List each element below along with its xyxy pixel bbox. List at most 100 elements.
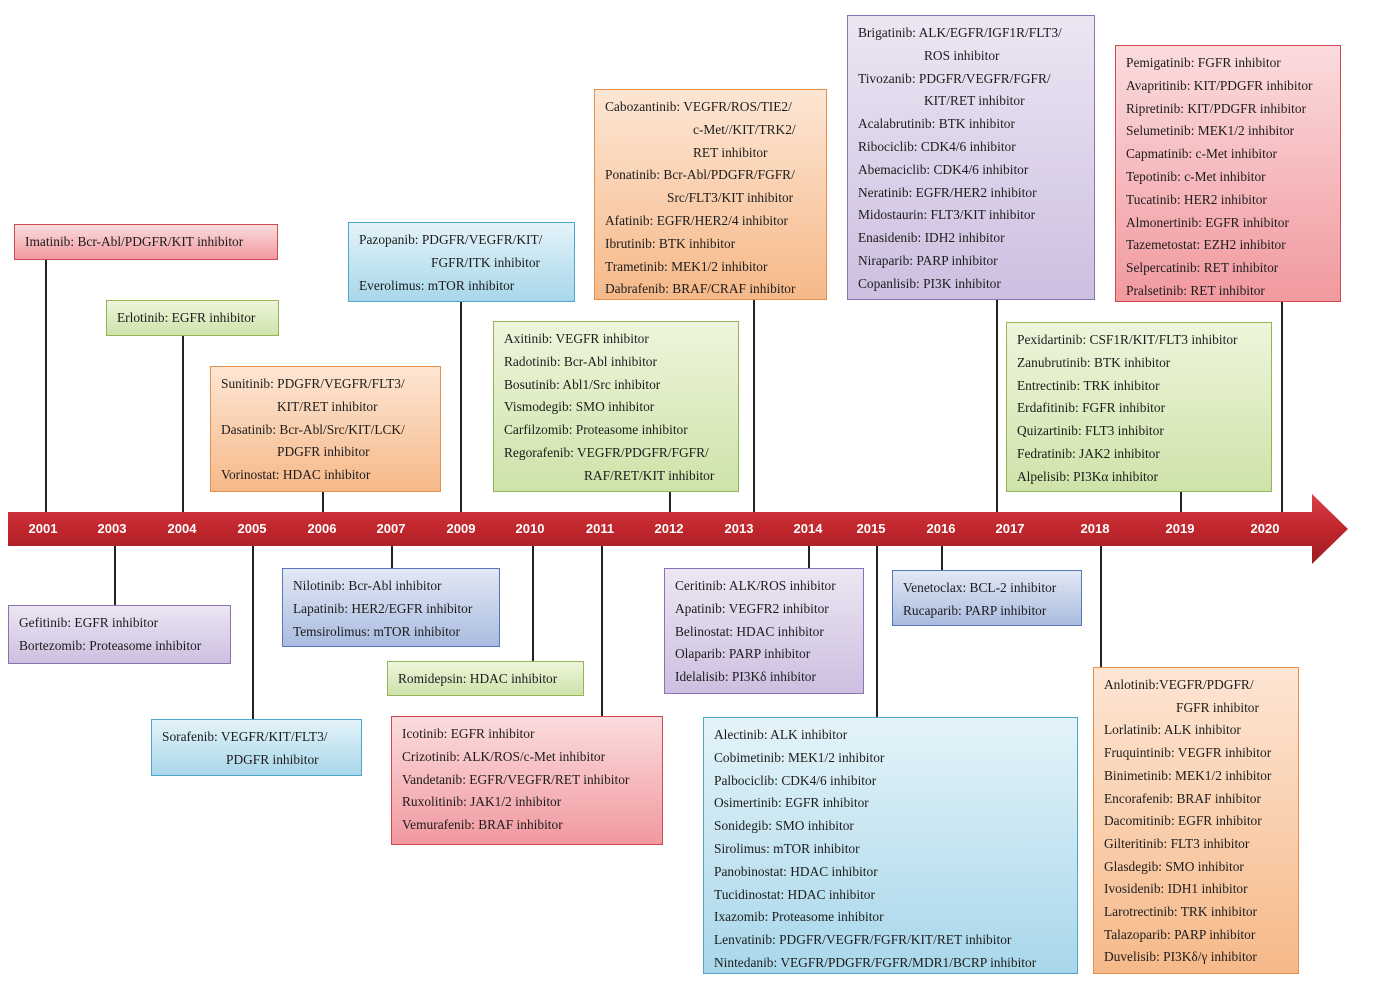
drug-entry: Afatinib: EGFR/HER2/4 inhibitor — [605, 212, 789, 228]
drug-box-2012: Axitinib: VEGFR inhibitor Radotinib: Bcr… — [493, 321, 739, 492]
drug-entry: Axitinib: VEGFR inhibitor — [504, 331, 649, 346]
drug-entry: Ibrutinib: BTK inhibitor — [605, 235, 736, 251]
drug-entry: Lorlatinib: ALK inhibitor — [1104, 722, 1241, 738]
drug-entry: Fruquintinib: VEGFR inhibitor — [1104, 745, 1272, 761]
drug-entry: Pralsetinib: RET inhibitor — [1126, 282, 1265, 298]
drug-entry: Alpelisib: PI3Kα inhibitor — [1017, 468, 1158, 484]
year-label: 2004 — [167, 521, 197, 536]
drug-box-2016: Venetoclax: BCL-2 inhibitor Rucaparib: P… — [892, 570, 1082, 626]
drug-entry: Venetoclax: BCL-2 inhibitor — [903, 580, 1057, 595]
drug-entry: Src/FLT3/KIT inhibitor — [667, 190, 794, 206]
connector-2001 — [45, 260, 47, 512]
connector-2004 — [182, 336, 184, 512]
connector-2012 — [669, 492, 671, 512]
drug-entry: Capmatinib: c-Met inhibitor — [1126, 146, 1277, 162]
connector-2010 — [532, 546, 534, 661]
drug-entry: Alectinib: ALK inhibitor — [714, 727, 848, 742]
drug-entry: Palbociclib: CDK4/6 inhibitor — [714, 772, 877, 788]
drug-entry: FGFR inhibitor — [1176, 699, 1259, 715]
drug-entry: Trametinib: MEK1/2 inhibitor — [605, 258, 768, 274]
year-label: 2013 — [724, 521, 754, 536]
drug-entry: Ceritinib: ALK/ROS inhibitor — [675, 578, 836, 593]
year-label: 2019 — [1165, 521, 1195, 536]
year-label: 2011 — [585, 521, 615, 536]
drug-entry: Gilteritinib: FLT3 inhibitor — [1104, 835, 1250, 851]
year-label: 2015 — [856, 521, 886, 536]
drug-entry: Glasdegib: SMO inhibitor — [1104, 858, 1244, 874]
drug-entry: Lenvatinib: PDGFR/VEGFR/FGFR/KIT/RET inh… — [714, 932, 1012, 948]
drug-entry: Zanubrutinib: BTK inhibitor — [1017, 354, 1171, 370]
drug-entry: Pemigatinib: FGFR inhibitor — [1126, 55, 1281, 70]
year-label: 2003 — [97, 521, 127, 536]
drug-entry: Carfilzomib: Proteasome inhibitor — [504, 422, 688, 438]
drug-entry: Dacomitinib: EGFR inhibitor — [1104, 813, 1262, 829]
drug-box-2004: Erlotinib: EGFR inhibitor — [106, 300, 279, 336]
drug-entry: Panobinostat: HDAC inhibitor — [714, 863, 878, 879]
drug-entry: Icotinib: EGFR inhibitor — [402, 726, 535, 741]
drug-entry: Selumetinib: MEK1/2 inhibitor — [1126, 123, 1295, 139]
drug-entry: Erlotinib: EGFR inhibitor — [117, 310, 256, 325]
drug-entry: Ruxolitinib: JAK1/2 inhibitor — [402, 794, 562, 810]
year-label: 2009 — [446, 521, 476, 536]
drug-entry: Tazemetostat: EZH2 inhibitor — [1126, 237, 1286, 253]
drug-entry: Midostaurin: FLT3/KIT inhibitor — [858, 207, 1036, 223]
drug-entry: Selpercatinib: RET inhibitor — [1126, 260, 1279, 276]
drug-entry: Imatinib: Bcr-Abl/PDGFR/KIT inhibitor — [25, 234, 244, 249]
drug-entry: Avapritinib: KIT/PDGFR inhibitor — [1126, 77, 1313, 93]
drug-entry: Vismodegib: SMO inhibitor — [504, 399, 655, 415]
drug-entry: Nintedanib: VEGFR/PDGFR/FGFR/MDR1/BCRP i… — [714, 954, 1037, 970]
year-label: 2010 — [515, 521, 545, 536]
connector-2019 — [1180, 492, 1182, 512]
drug-entry: PDGFR inhibitor — [277, 444, 370, 460]
drug-entry: RAF/RET/KIT inhibitor — [584, 467, 715, 483]
drug-entry: Everolimus: mTOR inhibitor — [359, 277, 515, 293]
drug-box-2017: Brigatinib: ALK/EGFR/IGF1R/FLT3/ ROS inh… — [847, 15, 1095, 300]
drug-entry: Dabrafenib: BRAF/CRAF inhibitor — [605, 281, 796, 297]
year-label: 2012 — [654, 521, 684, 536]
drug-box-2020: Pemigatinib: FGFR inhibitor Avapritinib:… — [1115, 45, 1341, 302]
drug-entry: Copanlisib: PI3K inhibitor — [858, 275, 1001, 291]
drug-entry: Vorinostat: HDAC inhibitor — [221, 467, 371, 483]
drug-entry: Dasatinib: Bcr-Abl/Src/KIT/LCK/ — [221, 421, 405, 437]
drug-box-2013: Cabozantinib: VEGFR/ROS/TIE2/ c-Met//KIT… — [594, 89, 827, 300]
connector-2011 — [601, 546, 603, 716]
drug-entry: Larotrectinib: TRK inhibitor — [1104, 904, 1257, 920]
connector-2003 — [114, 546, 116, 605]
drug-box-2009: Pazopanib: PDGFR/VEGFR/KIT/ FGFR/ITK inh… — [348, 222, 575, 302]
drug-entry: FGFR/ITK inhibitor — [431, 254, 540, 270]
drug-entry: Cabozantinib: VEGFR/ROS/TIE2/ — [605, 99, 792, 114]
drug-entry: Ponatinib: Bcr-Abl/PDGFR/FGFR/ — [605, 167, 795, 183]
drug-entry: Olaparib: PARP inhibitor — [675, 646, 811, 662]
year-label: 2007 — [376, 521, 406, 536]
drug-entry: Ribociclib: CDK4/6 inhibitor — [858, 138, 1016, 154]
drug-entry: Radotinib: Bcr-Abl inhibitor — [504, 353, 657, 369]
year-label: 2017 — [995, 521, 1025, 536]
drug-entry: Ixazomib: Proteasome inhibitor — [714, 909, 884, 925]
drug-entry: Almonertinib: EGFR inhibitor — [1126, 214, 1289, 230]
drug-entry: Enasidenib: IDH2 inhibitor — [858, 230, 1005, 246]
drug-entry: KIT/RET inhibitor — [924, 93, 1025, 109]
year-label: 2016 — [926, 521, 956, 536]
drug-entry: Niraparib: PARP inhibitor — [858, 252, 998, 268]
drug-entry: Idelalisib: PI3Kδ inhibitor — [675, 669, 816, 685]
drug-entry: Fedratinib: JAK2 inhibitor — [1017, 445, 1160, 461]
drug-entry: Bosutinib: Abl1/Src inhibitor — [504, 376, 661, 392]
drug-entry: Pazopanib: PDGFR/VEGFR/KIT/ — [359, 232, 543, 247]
drug-entry: Acalabrutinib: BTK inhibitor — [858, 116, 1015, 132]
drug-entry: Vandetanib: EGFR/VEGFR/RET inhibitor — [402, 771, 630, 787]
drug-entry: Pexidartinib: CSF1R/KIT/FLT3 inhibitor — [1017, 332, 1238, 347]
drug-entry: Sonidegib: SMO inhibitor — [714, 818, 854, 834]
year-label: 2018 — [1080, 521, 1110, 536]
drug-box-2001: Imatinib: Bcr-Abl/PDGFR/KIT inhibitor — [14, 224, 278, 260]
drug-entry: Gefitinib: EGFR inhibitor — [19, 615, 159, 630]
drug-entry: Sunitinib: PDGFR/VEGFR/FLT3/ — [221, 376, 405, 391]
drug-entry: Sirolimus: mTOR inhibitor — [714, 840, 860, 856]
year-label: 2001 — [28, 521, 58, 536]
drug-entry: ROS inhibitor — [924, 47, 1000, 63]
drug-entry: Abemaciclib: CDK4/6 inhibitor — [858, 161, 1029, 177]
drug-box-2003: Gefitinib: EGFR inhibitor Bortezomib: Pr… — [8, 605, 231, 664]
connector-2009 — [460, 302, 462, 512]
drug-entry: Apatinib: VEGFR2 inhibitor — [675, 600, 829, 616]
drug-box-2007: Nilotinib: Bcr-Abl inhibitor Lapatinib: … — [282, 568, 500, 647]
connector-2013 — [753, 300, 755, 512]
